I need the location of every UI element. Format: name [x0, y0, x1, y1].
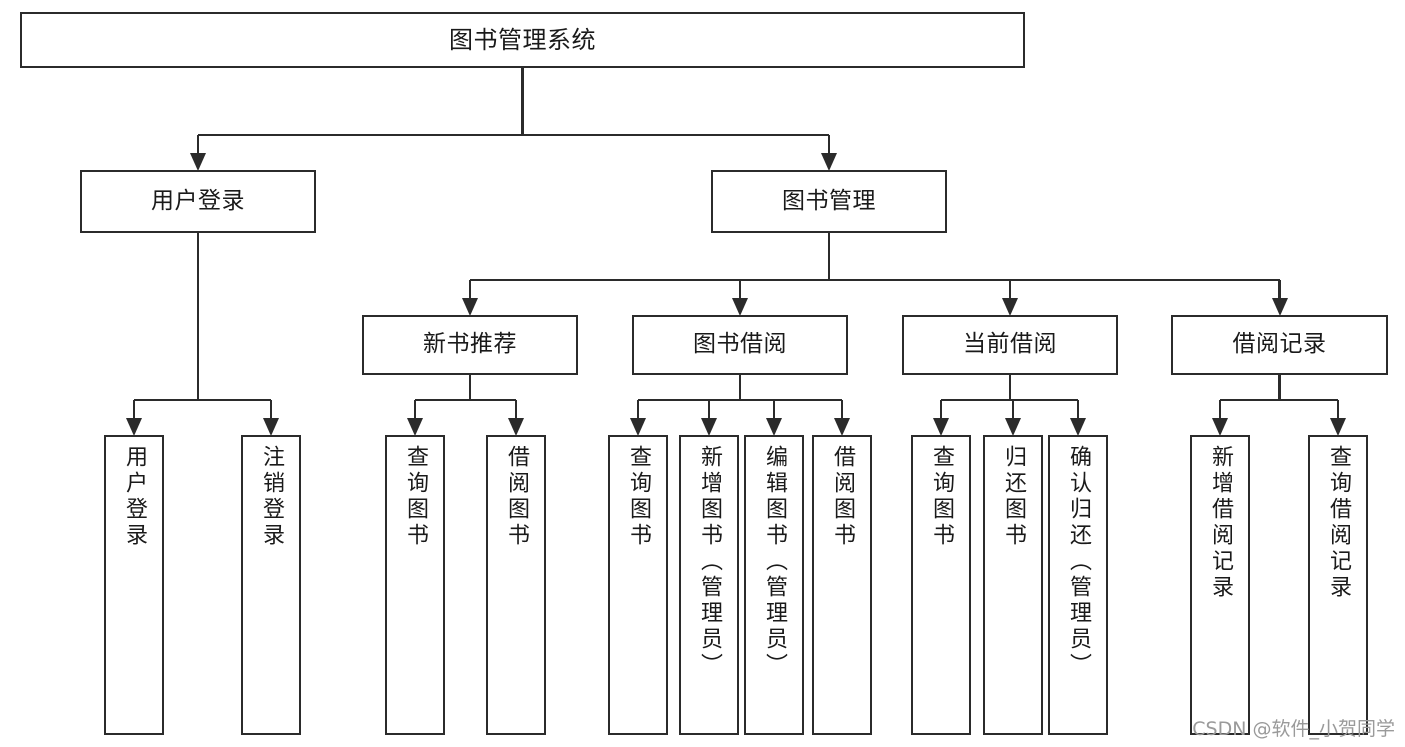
- connector-stem: [738, 375, 742, 400]
- connector-arrowhead: [766, 418, 782, 436]
- leaf-logout[interactable]: 注销登录: [241, 435, 301, 735]
- node-label: 注销登录: [259, 445, 284, 549]
- connector-arrowhead: [407, 418, 423, 436]
- leaf-record-add-loan-record[interactable]: 新增借阅记录: [1190, 435, 1250, 735]
- node-label: 用户登录: [122, 445, 147, 549]
- connector-drop: [636, 400, 640, 419]
- node-label: 图书借阅: [693, 331, 787, 358]
- connector-bus: [134, 398, 271, 402]
- connector-arrowhead: [1005, 418, 1021, 436]
- connector-drop: [827, 135, 831, 154]
- node-loan-record[interactable]: 借阅记录: [1171, 315, 1388, 375]
- connector-drop: [1076, 400, 1080, 419]
- connector-arrowhead: [1212, 418, 1228, 436]
- node-label: 编辑图书（管理员）: [762, 445, 787, 679]
- leaf-borrow-edit-book-admin[interactable]: 编辑图书（管理员）: [744, 435, 804, 735]
- connector-arrowhead: [462, 298, 478, 316]
- connector-stem: [827, 233, 831, 280]
- connector-drop: [468, 280, 472, 299]
- connector-arrowhead: [263, 418, 279, 436]
- leaf-recommend-borrow-book[interactable]: 借阅图书: [486, 435, 546, 735]
- leaf-borrow-query-book[interactable]: 查询图书: [608, 435, 668, 735]
- connector-arrowhead: [126, 418, 142, 436]
- node-label: 查询图书: [929, 445, 954, 549]
- connector-drop: [514, 400, 518, 419]
- connector-stem: [521, 68, 524, 135]
- node-label: 归还图书: [1001, 445, 1026, 549]
- node-user-login[interactable]: 用户登录: [80, 170, 316, 233]
- connector-stem: [468, 375, 472, 400]
- connector-arrowhead: [1271, 298, 1288, 316]
- connector-drop: [1336, 400, 1340, 419]
- node-label: 用户登录: [151, 187, 245, 214]
- connector-arrowhead: [1330, 418, 1346, 436]
- connector-drop: [772, 400, 776, 419]
- connector-bus: [198, 133, 829, 137]
- node-label: 新增借阅记录: [1208, 445, 1233, 601]
- node-label: 当前借阅: [963, 331, 1057, 358]
- leaf-current-query-book[interactable]: 查询图书: [911, 435, 971, 735]
- leaf-record-query-loan-record[interactable]: 查询借阅记录: [1308, 435, 1368, 735]
- node-label: 图书管理: [782, 187, 876, 214]
- connector-drop: [413, 400, 417, 419]
- connector-drop: [738, 280, 742, 299]
- node-label: 新增图书（管理员）: [697, 445, 722, 679]
- node-new-book-recommend[interactable]: 新书推荐: [362, 315, 578, 375]
- connector-bus: [1220, 398, 1338, 402]
- node-label: 图书管理系统: [449, 25, 596, 54]
- connector-arrowhead: [508, 418, 524, 436]
- connector-arrowhead: [1070, 418, 1086, 436]
- leaf-user-login[interactable]: 用户登录: [104, 435, 164, 735]
- node-label: 确认归还（管理员）: [1066, 445, 1091, 679]
- connector-bus: [470, 278, 1280, 282]
- connector-stem: [196, 233, 200, 400]
- connector-drop: [939, 400, 943, 419]
- connector-arrowhead: [701, 418, 717, 436]
- connector-arrowhead: [732, 298, 748, 316]
- connector-drop: [1218, 400, 1222, 419]
- connector-stem: [1278, 375, 1281, 400]
- connector-drop: [196, 135, 200, 154]
- connector-drop: [132, 400, 136, 419]
- node-label: 借阅图书: [830, 445, 855, 549]
- node-label: 查询借阅记录: [1326, 445, 1351, 601]
- connector-arrowhead: [1002, 298, 1018, 316]
- connector-drop: [707, 400, 711, 419]
- node-book-management[interactable]: 图书管理: [711, 170, 947, 233]
- leaf-current-return-book[interactable]: 归还图书: [983, 435, 1043, 735]
- connector-arrowhead: [933, 418, 949, 436]
- connector-arrowhead: [190, 153, 206, 171]
- node-current-loan[interactable]: 当前借阅: [902, 315, 1118, 375]
- node-label: 借阅记录: [1232, 331, 1327, 358]
- leaf-recommend-query-book[interactable]: 查询图书: [385, 435, 445, 735]
- leaf-borrow-borrow-book[interactable]: 借阅图书: [812, 435, 872, 735]
- connector-bus: [941, 398, 1078, 402]
- node-book-borrow[interactable]: 图书借阅: [632, 315, 848, 375]
- connector-arrowhead: [834, 418, 850, 436]
- connector-stem: [1008, 375, 1012, 400]
- connector-arrowhead: [630, 418, 646, 436]
- connector-drop: [1008, 280, 1012, 299]
- node-label: 新书推荐: [423, 331, 517, 358]
- connector-bus: [415, 398, 516, 402]
- node-label: 借阅图书: [504, 445, 529, 549]
- connector-drop: [1278, 280, 1281, 299]
- connector-drop: [840, 400, 844, 419]
- leaf-borrow-add-book-admin[interactable]: 新增图书（管理员）: [679, 435, 739, 735]
- connector-bus: [638, 398, 842, 402]
- connector-arrowhead: [821, 153, 837, 171]
- connector-drop: [1011, 400, 1015, 419]
- leaf-current-confirm-return-admin[interactable]: 确认归还（管理员）: [1048, 435, 1108, 735]
- node-label: 查询图书: [626, 445, 651, 549]
- node-label: 查询图书: [403, 445, 428, 549]
- connector-drop: [269, 400, 273, 419]
- node-root-system[interactable]: 图书管理系统: [20, 12, 1025, 68]
